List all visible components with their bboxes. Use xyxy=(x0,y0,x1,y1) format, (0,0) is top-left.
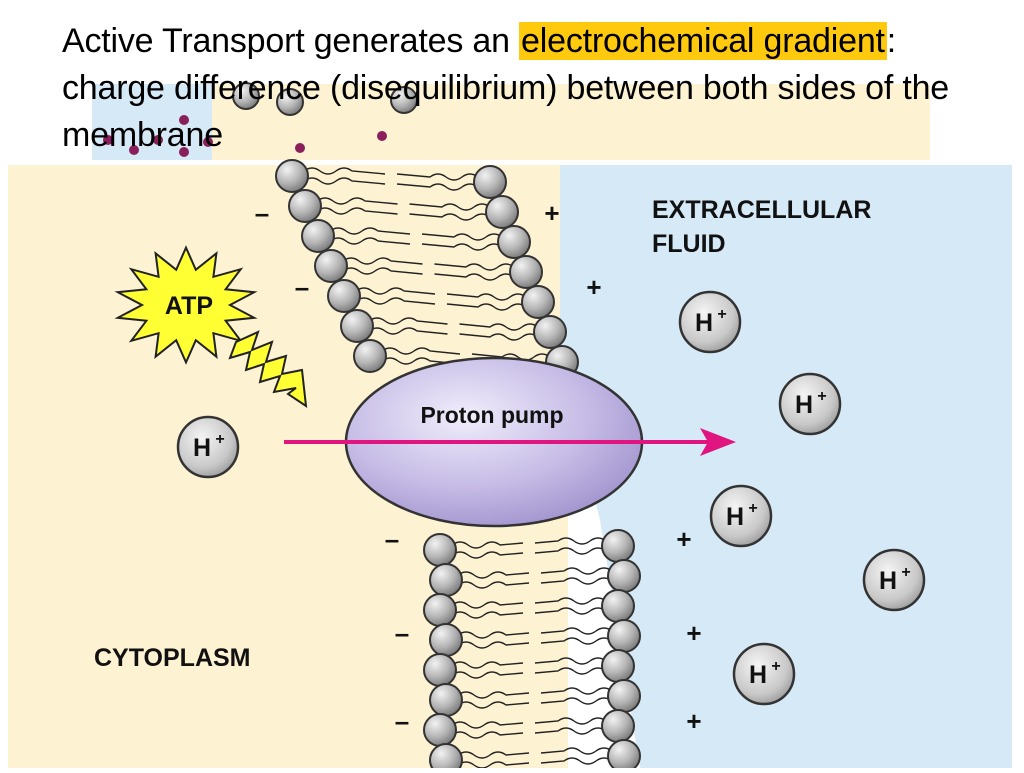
svg-text:+: + xyxy=(717,306,726,323)
partial-top-panel-blue xyxy=(92,84,212,160)
positive-charge-3: + xyxy=(676,524,691,554)
positive-charge-4: + xyxy=(686,618,701,648)
charge-signs: – – – – – + + + + + xyxy=(255,198,702,736)
protons: H+H+H+H+H+H+ xyxy=(176,290,926,706)
proton-ion-3: H+ xyxy=(778,372,842,436)
positive-charge-5: + xyxy=(686,706,701,736)
membrane-upper xyxy=(232,82,579,379)
svg-text:+: + xyxy=(215,431,224,448)
svg-text:H: H xyxy=(795,391,813,419)
svg-text:H: H xyxy=(749,661,767,689)
svg-text:H: H xyxy=(879,567,897,595)
negative-charge-5: – xyxy=(395,706,409,736)
negative-charge-2: – xyxy=(295,272,309,302)
positive-charge-2: + xyxy=(586,272,601,302)
proton-ion-2: H+ xyxy=(678,290,742,354)
svg-text:+: + xyxy=(771,658,780,675)
negative-charge-1: – xyxy=(255,198,269,228)
extracellular-label-line2: FLUID xyxy=(652,230,726,258)
atp-burst: ATP xyxy=(114,245,258,365)
svg-text:+: + xyxy=(817,388,826,405)
svg-text:H: H xyxy=(726,503,744,531)
negative-charge-3: – xyxy=(385,524,399,554)
proton-ion-4: H+ xyxy=(709,484,773,548)
extracellular-label-line1: EXTRACELLULAR xyxy=(652,196,871,224)
partial-dots xyxy=(103,115,387,157)
extracellular-region xyxy=(560,165,1012,768)
svg-text:+: + xyxy=(748,500,757,517)
negative-charge-4: – xyxy=(395,618,409,648)
proton-ion-1: H+ xyxy=(176,415,240,479)
title-highlight: electrochemical gradient xyxy=(519,22,887,60)
svg-text:H: H xyxy=(695,309,713,337)
partial-top-panel xyxy=(92,84,930,160)
energy-bolt-icon xyxy=(228,330,308,409)
atp-label: ATP xyxy=(165,292,213,320)
proton-pump-label: Proton pump xyxy=(420,402,563,428)
proton-ion-6: H+ xyxy=(732,642,796,706)
slide-title: Active Transport generates an electroche… xyxy=(62,22,950,154)
proton-ion-5: H+ xyxy=(862,548,926,612)
svg-text:H: H xyxy=(193,434,211,462)
transport-arrow xyxy=(284,428,736,456)
cytoplasm-label: CYTOPLASM xyxy=(94,644,251,672)
positive-charge-1: + xyxy=(544,198,559,228)
membrane-lower xyxy=(423,529,641,773)
svg-text:+: + xyxy=(901,564,910,581)
